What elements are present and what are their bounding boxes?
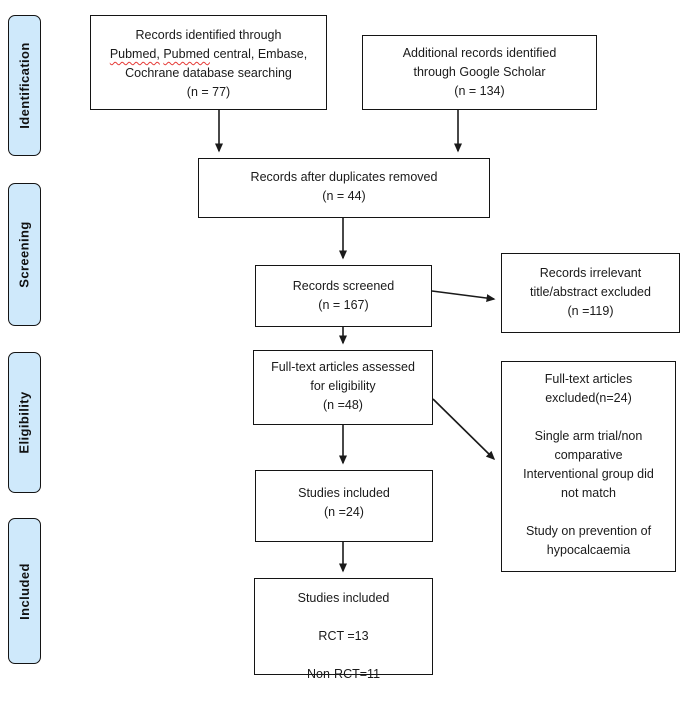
box-text-line: Records screened xyxy=(292,279,395,293)
box-text-line: comparative xyxy=(554,448,623,462)
box-fulltext-articles-excluded: Full-text articles excluded(n=24) Single… xyxy=(501,361,676,572)
box-text-line: Studies included xyxy=(297,591,390,605)
box-text-line: Records after duplicates removed xyxy=(250,170,438,184)
box-count: (n = 44) xyxy=(322,189,366,203)
box-studies-included: Studies included (n =24) xyxy=(255,470,433,542)
phase-label-screening: Screening xyxy=(8,183,41,326)
box-count: (n =119) xyxy=(567,304,614,318)
box-studies-included-breakdown: Studies included RCT =13 Non-RCT=11 xyxy=(254,578,433,681)
box-count: (n = 167) xyxy=(318,298,369,312)
box-text-line: Records irrelevant xyxy=(539,266,642,280)
box-additional-records-google-scholar: Additional records identified through Go… xyxy=(362,35,597,110)
phase-label-text: Included xyxy=(17,562,32,620)
box-text-line: through Google Scholar xyxy=(413,65,546,79)
box-text-line: hypocalcaemia xyxy=(546,543,631,557)
box-text-line: Interventional group did xyxy=(523,467,654,481)
box-count: Non-RCT=11 xyxy=(306,667,381,681)
box-blank-line xyxy=(255,646,432,665)
misspelled-word: Pubmed xyxy=(163,47,210,61)
box-blank-line xyxy=(502,503,675,522)
box-count: excluded(n=24) xyxy=(545,391,632,405)
phase-label-text: Screening xyxy=(17,221,32,288)
box-text-line: Studies included xyxy=(298,486,390,500)
box-count: RCT =13 xyxy=(318,629,369,643)
box-blank-line xyxy=(255,608,432,627)
box-count: (n =48) xyxy=(323,398,363,412)
box-text-line: Single arm trial/non xyxy=(534,429,643,443)
box-records-screened: Records screened (n = 167) xyxy=(255,265,432,327)
phase-label-text: Eligibility xyxy=(17,391,32,454)
phase-label-identification: Identification xyxy=(8,15,41,156)
box-text-line: Additional records identified xyxy=(402,46,557,60)
box-text-line: Full-text articles xyxy=(544,372,633,386)
box-count: (n =24) xyxy=(324,505,364,519)
arrow-screened-to-irrelevant xyxy=(431,290,496,303)
box-records-irrelevant-excluded: Records irrelevant title/abstract exclud… xyxy=(501,253,680,333)
misspelled-word: Pubmed, xyxy=(109,47,160,61)
box-text-line: Cochrane database searching xyxy=(125,66,292,80)
box-count: (n = 134) xyxy=(454,84,505,98)
phase-label-eligibility: Eligibility xyxy=(8,352,41,493)
box-text-segment: central, Embase, xyxy=(213,47,308,61)
arrow-fulltext-to-excluded xyxy=(432,398,496,461)
box-text-line: Full-text articles assessed xyxy=(271,360,415,374)
box-records-after-duplicates-removed: Records after duplicates removed (n = 44… xyxy=(198,158,490,218)
box-records-identified-databases: Records identified through Pubmed, Pubme… xyxy=(90,15,327,110)
box-text-line: Records identified through xyxy=(135,28,282,42)
box-count: (n = 77) xyxy=(186,85,231,99)
box-fulltext-articles-assessed: Full-text articles assessed for eligibil… xyxy=(253,350,433,425)
box-text-line: title/abstract excluded xyxy=(530,285,651,299)
box-text-line: not match xyxy=(561,486,616,500)
box-blank-line xyxy=(502,408,675,427)
box-text-line: Study on prevention of xyxy=(525,524,652,538)
box-text-line: for eligibility xyxy=(310,379,376,393)
phase-label-included: Included xyxy=(8,518,41,664)
box-text-line: Pubmed, Pubmed central, Embase, xyxy=(91,45,326,64)
phase-label-text: Identification xyxy=(17,42,32,129)
